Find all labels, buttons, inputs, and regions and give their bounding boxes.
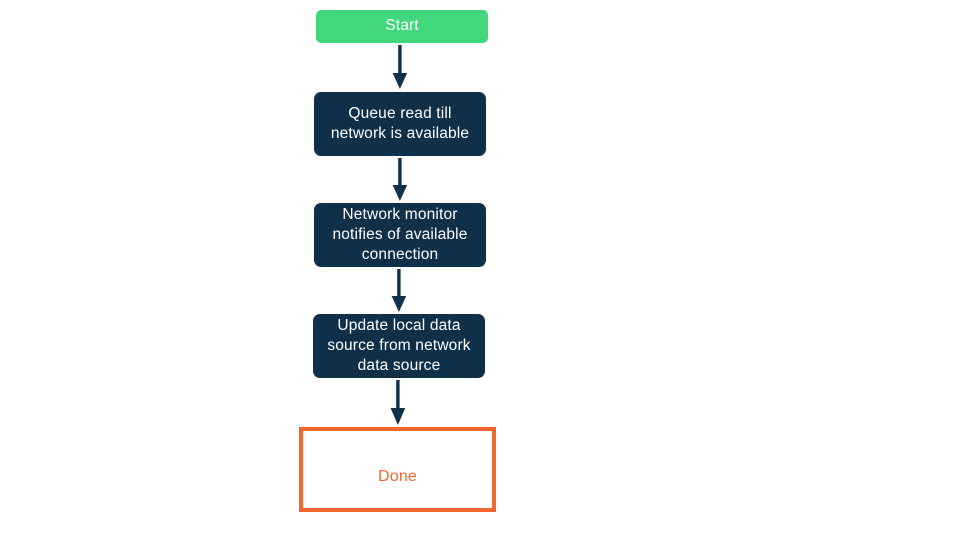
arrow-down-icon xyxy=(392,158,408,201)
flow-connector-start-to-queue-read xyxy=(391,45,409,90)
arrow-down-icon xyxy=(390,380,406,425)
flow-node-done[interactable]: Done xyxy=(299,427,496,512)
flow-node-start-label: Start xyxy=(385,17,419,35)
arrow-down-icon xyxy=(391,269,407,312)
flow-node-update-local-label: Update local data source from network da… xyxy=(327,316,471,375)
flow-node-queue-read-label: Queue read till network is available xyxy=(330,104,470,142)
arrow-down-icon xyxy=(392,45,408,89)
flow-connector-update-local-to-done xyxy=(389,380,407,428)
flow-node-network-monitor[interactable]: Network monitor notifies of available co… xyxy=(314,203,486,267)
flow-node-update-local[interactable]: Update local data source from network da… xyxy=(313,314,485,378)
flow-connector-queue-read-to-network-monitor xyxy=(391,158,409,203)
flow-node-start[interactable]: Start xyxy=(316,10,488,43)
flow-node-network-monitor-label: Network monitor notifies of available co… xyxy=(332,205,468,264)
flow-node-queue-read[interactable]: Queue read till network is available xyxy=(314,92,486,156)
flow-connector-network-monitor-to-update-local xyxy=(390,269,408,314)
flow-node-done-label: Done xyxy=(378,468,417,486)
